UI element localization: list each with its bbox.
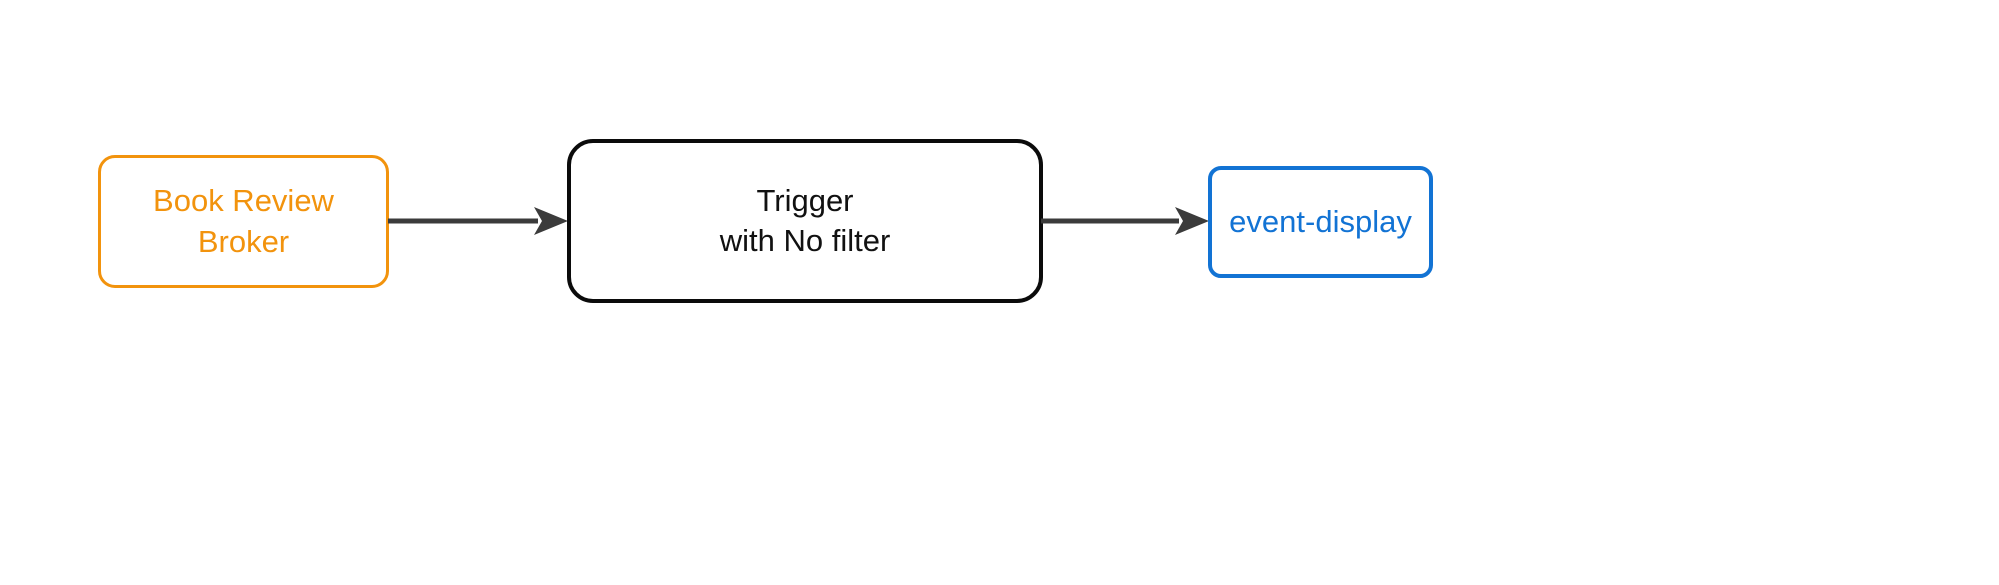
node-event-display-label: event-display	[1229, 203, 1412, 239]
edge-trigger-to-event-display	[1041, 201, 1211, 241]
node-trigger-label: Trigger with No filter	[719, 182, 891, 258]
node-book-review-broker[interactable]: Book Review Broker	[98, 155, 389, 288]
edge-broker-to-trigger	[388, 201, 570, 241]
node-event-display[interactable]: event-display	[1208, 166, 1433, 278]
arrowhead-icon	[1175, 207, 1209, 235]
arrowhead-icon	[534, 207, 568, 235]
node-trigger[interactable]: Trigger with No filter	[567, 139, 1043, 303]
edge-trigger-to-event-display-arrow	[1041, 207, 1209, 235]
node-book-review-broker-label: Book Review Broker	[153, 183, 334, 259]
edge-broker-to-trigger-arrow	[388, 207, 568, 235]
